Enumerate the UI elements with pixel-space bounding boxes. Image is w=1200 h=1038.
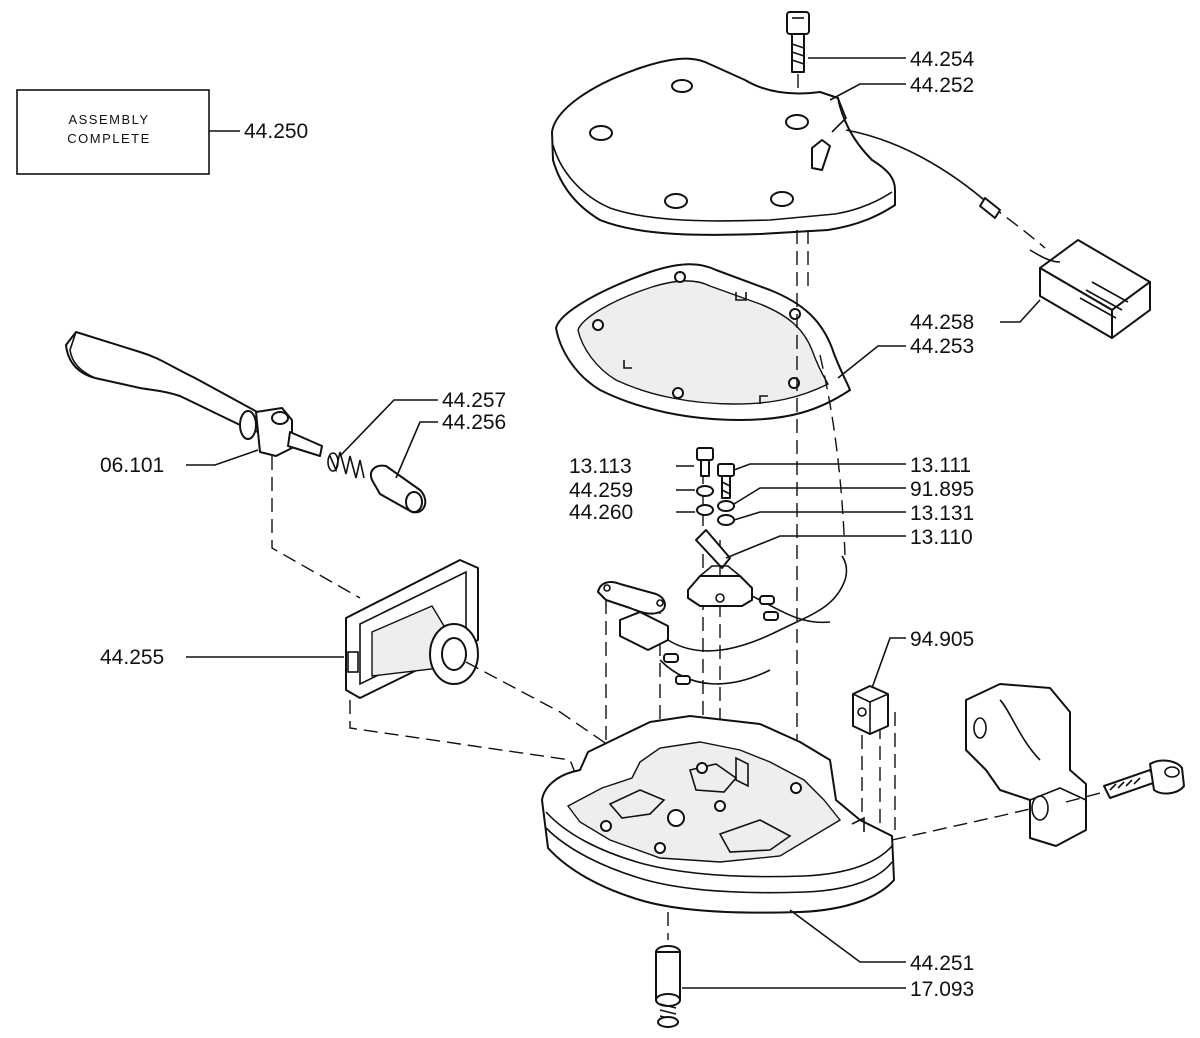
label-44-260: 44.260 xyxy=(569,501,633,524)
clamp-bolt xyxy=(1065,759,1185,803)
screw-44-254 xyxy=(786,11,810,118)
label-44-253: 44.253 xyxy=(910,335,974,358)
label-44-252: 44.252 xyxy=(910,74,974,97)
spring-44-257: 44.257 xyxy=(327,389,506,479)
top-cover-44-252: 44.254 44.252 xyxy=(551,48,975,236)
cable-connector-44-258: 44.258 xyxy=(845,129,1151,339)
base-housing-44-251: 44.251 xyxy=(541,715,974,975)
label-44-256: 44.256 xyxy=(442,411,506,434)
assembly-complete-box: ASSEMBLY COMPLETE 44.250 xyxy=(16,89,308,175)
label-06-101: 06.101 xyxy=(100,454,164,477)
handle-06-101: 06.101 xyxy=(65,331,361,599)
label-17-093: 17.093 xyxy=(910,978,974,1001)
nut-94-905: 94.905 xyxy=(852,628,974,735)
small-hardware: 13.113 44.259 44.260 13.111 91.895 13.13… xyxy=(569,447,974,526)
label-13-113: 13.113 xyxy=(569,455,632,478)
label-44-259: 44.259 xyxy=(569,479,633,502)
label-13-131: 13.131 xyxy=(910,502,974,525)
label-91-895: 91.895 xyxy=(910,478,974,501)
label-44-255: 44.255 xyxy=(100,646,164,669)
label-44-251: 44.251 xyxy=(910,952,974,975)
cap-44-256: 44.256 xyxy=(370,411,506,514)
label-44-254: 44.254 xyxy=(910,48,975,71)
bushing-44-255: 44.255 xyxy=(100,559,663,791)
label-44-258: 44.258 xyxy=(910,311,974,334)
switch-assembly-13-110: 13.110 xyxy=(597,526,973,685)
label-13-110: 13.110 xyxy=(910,526,973,549)
clamp-bracket xyxy=(891,683,1087,847)
assembly-line1: ASSEMBLY xyxy=(68,112,149,127)
gasket-44-253: 44.253 xyxy=(555,263,974,421)
label-44-250: 44.250 xyxy=(244,120,308,143)
assembly-line2: COMPLETE xyxy=(67,131,151,146)
label-94-905: 94.905 xyxy=(910,628,974,651)
label-13-111: 13.111 xyxy=(910,454,971,477)
shaft-17-093: 17.093 xyxy=(655,945,974,1028)
label-44-257: 44.257 xyxy=(442,389,506,412)
